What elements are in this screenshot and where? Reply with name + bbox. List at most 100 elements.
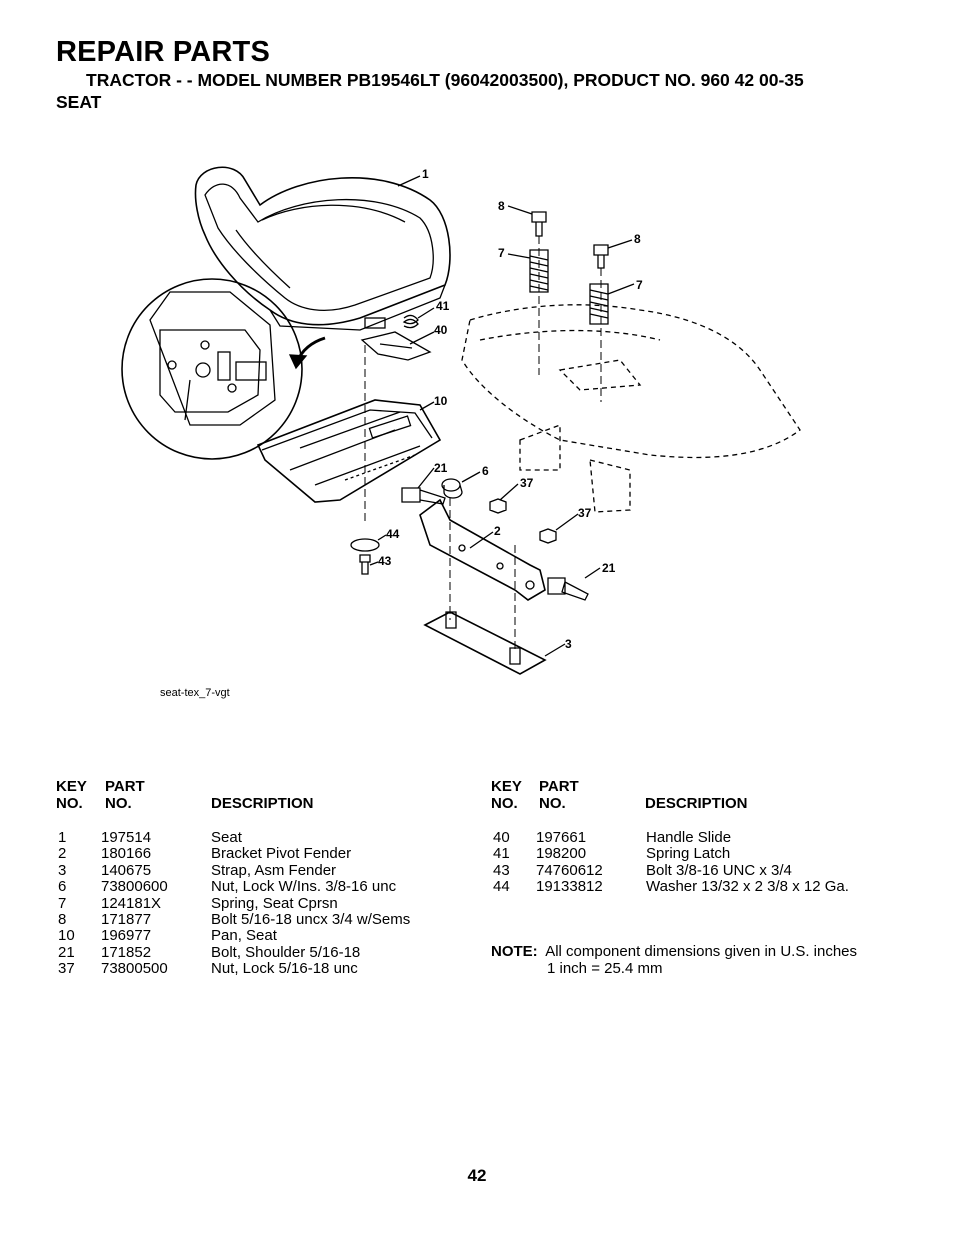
key-cell: 40 [493, 829, 510, 846]
description-cell: Bolt 5/16-18 uncx 3/4 w/Sems [211, 910, 411, 928]
part-header: PART [105, 778, 145, 795]
bracket-pivot-part [419, 498, 546, 601]
section-title: SEAT [56, 92, 102, 112]
callout-6: 6 [482, 464, 489, 478]
key-header-no: NO. [56, 795, 83, 812]
part-number-cell: 198200 [536, 845, 587, 863]
note-label: NOTE: [491, 943, 538, 960]
key-cell: 8 [58, 910, 67, 928]
parts-table-right: KEY NO. PART NO. DESCRIPTION 40 197661 Han… [491, 778, 911, 896]
callout-21-left: 21 [434, 461, 448, 475]
callout-21-right: 21 [602, 561, 616, 575]
latch-detail-inset [121, 278, 303, 460]
part-number-cell: 19133812 [536, 878, 603, 896]
description-cell: Spring Latch [646, 845, 731, 863]
table-row: 7 124181X Spring, Seat Cprsn [56, 894, 456, 912]
part-number-cell: 74760612 [536, 861, 603, 879]
note-line-1: All component dimensions given in U.S. i… [545, 943, 858, 960]
table-row: 2 180166 Bracket Pivot Fender [56, 845, 456, 863]
strap-fender-part [423, 611, 547, 675]
description-cell: Bracket Pivot Fender [211, 845, 352, 863]
seat-pan-part [256, 399, 442, 503]
description-cell: Strap, Asm Fender [211, 861, 337, 879]
key-cell: 43 [493, 861, 510, 879]
callout-37-right: 37 [578, 506, 592, 520]
part-header-no: NO. [539, 795, 566, 812]
key-cell: 10 [58, 927, 75, 945]
description-cell: Seat [211, 829, 242, 846]
part-number-cell: 196977 [101, 927, 152, 945]
seat-part [194, 166, 451, 331]
key-cell: 6 [58, 878, 67, 896]
table-row: 44 19133812 Washer 13/32 x 2 3/8 x 12 Ga. [491, 878, 911, 896]
callout-1: 1 [422, 167, 429, 181]
diagram-caption: seat-tex_7-vgt [160, 687, 230, 699]
part-number-cell: 140675 [101, 861, 152, 879]
part-number-cell: 73800600 [101, 878, 168, 896]
key-cell: 1 [58, 829, 67, 846]
callout-8-left: 8 [498, 199, 505, 213]
fender-outline [461, 304, 801, 513]
table-row: 6 73800600 Nut, Lock W/Ins. 3/8-16 unc [56, 878, 456, 896]
table-row: 37 73800500 Nut, Lock 5/16-18 unc [56, 960, 456, 978]
callout-3: 3 [565, 637, 572, 651]
callout-41: 41 [436, 299, 450, 313]
description-header: DESCRIPTION [211, 795, 314, 812]
key-cell: 44 [493, 878, 510, 896]
part-number-cell: 171877 [101, 910, 152, 928]
table-row: 43 74760612 Bolt 3/8-16 UNC x 3/4 [491, 861, 911, 879]
callout-44: 44 [386, 527, 400, 541]
key-header: KEY [491, 778, 522, 795]
table-row: 1 197514 Seat [56, 829, 456, 846]
table-row: 10 196977 Pan, Seat [56, 927, 456, 945]
part-header: PART [539, 778, 579, 795]
callout-7-right: 7 [636, 278, 643, 292]
parts-table-left: KEY NO. PART NO. DESCRIPTION 1 197514 Seat… [56, 778, 456, 978]
callout-40: 40 [434, 323, 448, 337]
spring-right [589, 283, 609, 325]
key-cell: 21 [58, 943, 75, 961]
table-row: 41 198200 Spring Latch [491, 845, 911, 863]
description-cell: Spring, Seat Cprsn [211, 894, 338, 912]
description-header: DESCRIPTION [645, 795, 748, 812]
description-cell: Nut, Lock 5/16-18 unc [211, 960, 358, 978]
table-row: 21 171852 Bolt, Shoulder 5/16-18 [56, 943, 456, 961]
table-header: KEY NO. PART NO. DESCRIPTION [491, 778, 911, 814]
callout-2: 2 [494, 524, 501, 538]
dimension-note: NOTE: All component dimensions given in … [491, 943, 858, 977]
callout-43: 43 [378, 554, 392, 568]
description-cell: Nut, Lock W/Ins. 3/8-16 unc [211, 878, 397, 896]
key-cell: 3 [58, 861, 67, 879]
callout-8-right: 8 [634, 232, 641, 246]
description-cell: Bolt, Shoulder 5/16-18 [211, 943, 361, 961]
key-header-no: NO. [491, 795, 518, 812]
table-row: 40 197661 Handle Slide [491, 829, 911, 846]
page-number: 42 [467, 1166, 487, 1185]
model-subtitle: TRACTOR - - MODEL NUMBER PB19546LT (9604… [86, 70, 804, 90]
seat-exploded-diagram: 1 8 7 8 7 41 40 10 21 6 37 37 2 44 43 21… [121, 166, 801, 675]
key-header: KEY [56, 778, 87, 795]
key-cell: 41 [493, 845, 510, 863]
callout-7-left: 7 [498, 246, 505, 260]
part-number-cell: 124181X [101, 894, 162, 912]
description-cell: Pan, Seat [211, 927, 277, 945]
description-cell: Bolt 3/8-16 UNC x 3/4 [646, 861, 792, 879]
page-title: REPAIR PARTS [56, 36, 271, 68]
callout-10: 10 [434, 394, 448, 408]
callout-37-left: 37 [520, 476, 534, 490]
table-header: KEY NO. PART NO. DESCRIPTION [56, 778, 456, 814]
table-row: 8 171877 Bolt 5/16-18 uncx 3/4 w/Sems [56, 910, 456, 928]
key-cell: 37 [58, 960, 75, 978]
part-number-cell: 171852 [101, 943, 152, 961]
part-number-cell: 197514 [101, 829, 152, 846]
key-cell: 2 [58, 845, 67, 863]
description-cell: Washer 13/32 x 2 3/8 x 12 Ga. [646, 878, 849, 896]
key-cell: 7 [58, 894, 67, 912]
part-number-cell: 180166 [101, 845, 152, 863]
note-line-2: 1 inch = 25.4 mm [547, 959, 663, 977]
part-header-no: NO. [105, 795, 132, 812]
table-row: 3 140675 Strap, Asm Fender [56, 861, 456, 879]
part-number-cell: 197661 [536, 829, 587, 846]
part-number-cell: 73800500 [101, 960, 168, 978]
description-cell: Handle Slide [646, 829, 732, 846]
